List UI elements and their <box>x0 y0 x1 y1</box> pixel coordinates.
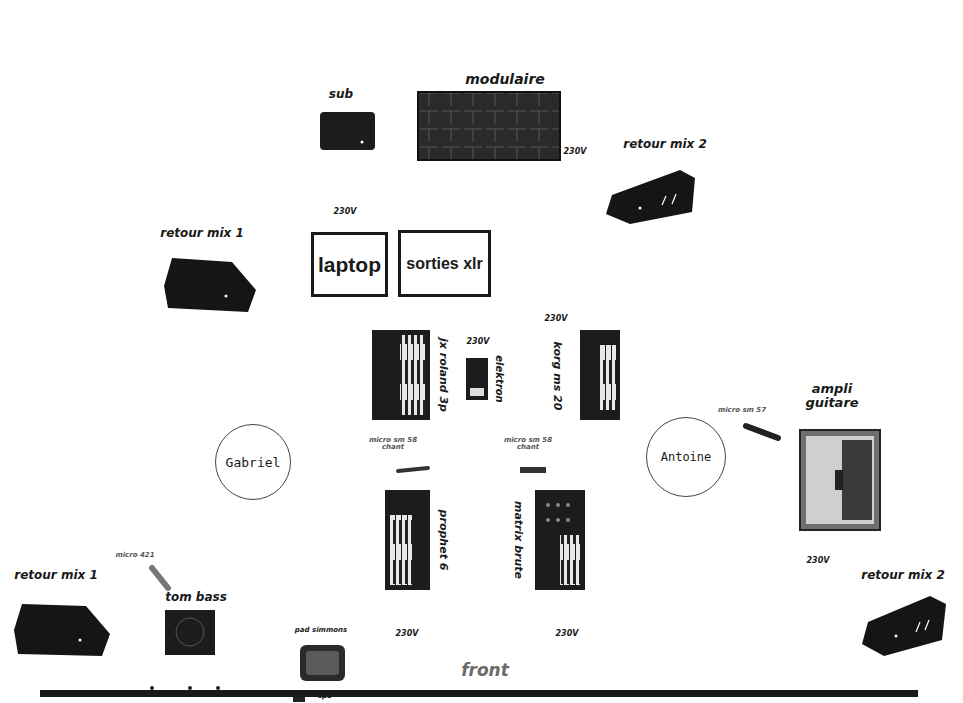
equipment-label: 230V <box>807 557 830 565</box>
drum-machine <box>466 358 488 400</box>
stage-edge <box>40 690 918 697</box>
equipment-label: korg ms 20 <box>551 342 563 411</box>
label-box: sorties xlr <box>398 230 491 297</box>
equipment-label: elektron <box>494 355 505 402</box>
microphone <box>152 568 168 588</box>
equipment-label: jx roland 3p <box>437 338 449 412</box>
equipment-label: 230V <box>396 630 419 638</box>
equipment-label: 230V <box>334 208 357 216</box>
monitor-wedge <box>164 258 256 312</box>
equipment-label: 230V <box>545 315 568 323</box>
equipment-label: micro sm 58 chant <box>367 437 419 452</box>
floor-tom <box>165 610 215 655</box>
microphone <box>398 468 428 471</box>
equipment-label: tom bass <box>165 591 227 604</box>
equipment-label: ampli guitare <box>800 382 864 409</box>
musician-circle: Antoine <box>646 417 726 497</box>
guitar-amp <box>800 430 880 530</box>
keyboard-synth <box>580 330 620 420</box>
node-text: Antoine <box>661 450 712 464</box>
equipment-label: matrix brute <box>512 501 524 579</box>
equipment-label: pad simmons <box>295 627 347 634</box>
equipment-label: sub <box>329 88 353 101</box>
monitor-wedge <box>862 596 946 656</box>
node-text: Gabriel <box>226 455 281 470</box>
equipment-label: retour mix 2 <box>623 138 707 151</box>
equipment-label: front <box>461 662 509 680</box>
node-text: sorties xlr <box>406 255 482 273</box>
monitor-wedge <box>606 170 695 224</box>
keyboard-synth <box>385 490 430 590</box>
equipment-label: spd <box>318 693 332 700</box>
node-text: laptop <box>318 253 381 277</box>
keyboard-synth <box>372 330 430 420</box>
subwoofer <box>320 112 375 150</box>
equipment-label: prophet 6 <box>437 510 449 571</box>
musician-circle: Gabriel <box>215 424 291 500</box>
equipment-label: retour mix 2 <box>861 569 945 582</box>
equipment-label: modulaire <box>465 72 545 87</box>
drum-pad <box>300 645 345 681</box>
equipment-label: retour mix 1 <box>14 569 98 582</box>
label-box: laptop <box>311 232 388 297</box>
microphone <box>520 467 546 473</box>
equipment-label: 230V <box>556 630 579 638</box>
microphone <box>746 426 778 438</box>
equipment-label: micro sm 57 <box>718 407 766 414</box>
equipment-label: 230V <box>467 338 490 346</box>
keyboard-synth <box>535 490 585 590</box>
modular-synth <box>418 92 560 160</box>
equipment-label: micro 421 <box>115 552 154 559</box>
equipment-label: micro sm 58 chant <box>502 437 554 452</box>
equipment-label: retour mix 1 <box>160 227 244 240</box>
equipment-label: 230V <box>564 148 587 156</box>
monitor-wedge <box>14 604 110 656</box>
